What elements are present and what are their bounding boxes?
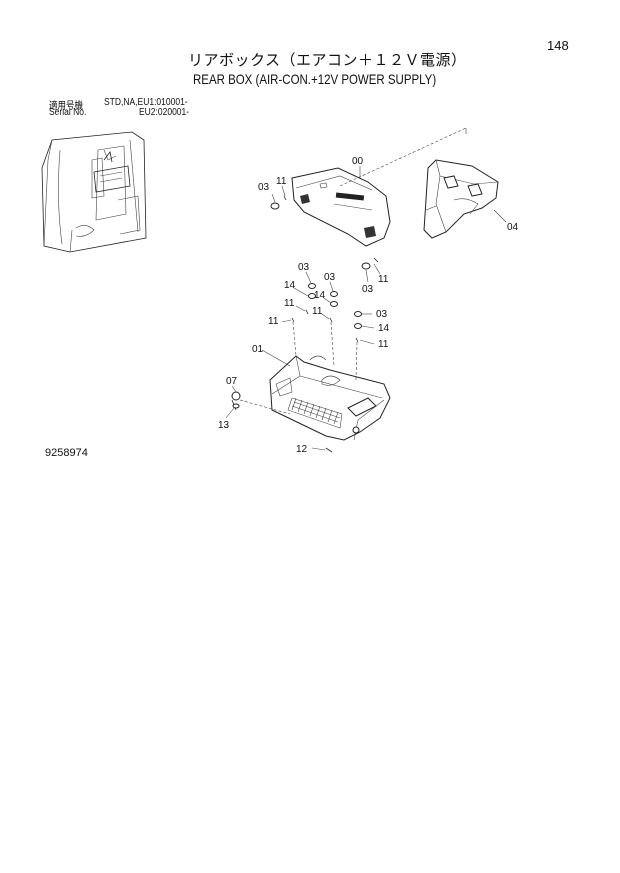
callout-11-d: 11 [312,306,323,317]
callout-01: 01 [252,344,264,355]
part-01-lower-box [269,355,391,441]
serial-label-japanese: 適用号機 [49,101,83,112]
callout-03-a: 03 [258,182,270,193]
leader-lines [225,166,507,451]
callout-11-c: 11 [284,298,295,309]
fasteners [231,195,379,453]
screw-11-b [373,257,379,263]
washer-03-d [330,291,338,297]
callout-03-e: 03 [376,309,388,320]
part-04-duct [423,159,499,239]
serial-label-english: Serial No. [49,107,87,118]
callout-14-c: 14 [378,323,390,334]
callout-11-f: 11 [378,339,389,350]
knob-07 [231,391,241,401]
screw-11-a [283,195,287,201]
callout-03-c: 03 [298,262,310,273]
page-number: 148 [547,38,569,53]
callout-03-d: 03 [324,272,336,283]
washer-03-b [361,262,371,270]
callout-04: 04 [507,222,519,233]
location-thumbnail [41,131,147,253]
screw-11-c [305,309,309,315]
serial-eu1: STD,NA,EU1:010001- [104,97,188,108]
callout-03-b: 03 [362,284,374,295]
washer-14-b [330,301,338,307]
callout-11-b: 11 [378,274,389,285]
callout-11-e: 11 [268,316,279,327]
callout-14-b: 14 [314,290,326,301]
nut-13 [232,403,240,409]
callout-labels: 00 03 11 04 11 03 03 03 14 14 11 11 11 0… [218,156,519,455]
title-japanese: リアボックス（エアコン＋１２Ｖ電源） [188,51,467,69]
washer-03-e [354,311,362,317]
callout-00: 00 [352,156,364,167]
screw-11-d [329,317,333,323]
grille-vents [287,397,343,429]
washer-03-c [308,283,316,289]
title-english: REAR BOX (AIR-CON.+12V POWER SUPPLY) [193,71,437,87]
screw-11-e [291,317,295,323]
screw-12 [325,447,333,453]
part-00-upper-cover [291,127,467,247]
serial-eu2: EU2:020001- [139,107,190,118]
callout-13: 13 [218,420,230,431]
washer-14-a [308,293,316,299]
screw-11-f [355,337,359,343]
washer-03-a [270,202,280,210]
washer-14-c [354,323,362,329]
figure-number: 9258974 [45,447,88,459]
callout-12: 12 [296,444,308,455]
callout-07: 07 [226,376,238,387]
callout-14-a: 14 [284,280,296,291]
callout-11-a: 11 [276,176,287,187]
